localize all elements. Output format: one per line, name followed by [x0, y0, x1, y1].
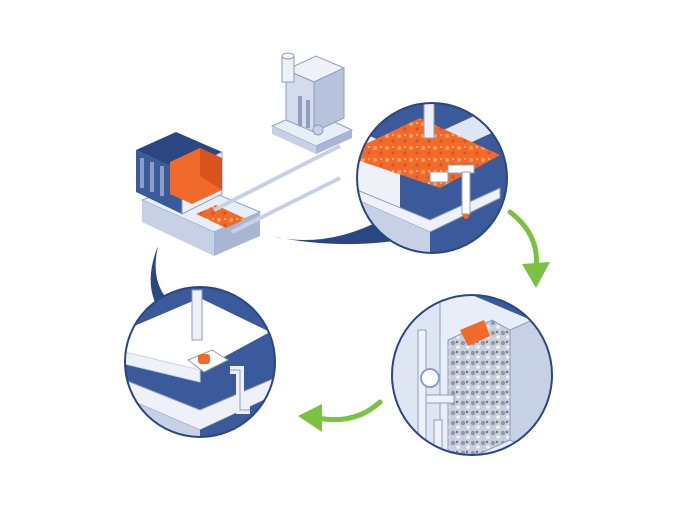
clean-tank-magnifier-icon: [124, 286, 276, 438]
coolant-hoses: [213, 144, 341, 234]
flow-arrow-to-filter: [507, 209, 550, 288]
flow-arrow-to-clean-tank: [298, 399, 383, 432]
dirty-tank-magnifier-icon: [356, 102, 508, 254]
filter-unit: [270, 52, 354, 154]
callout-tail-top: [270, 215, 400, 245]
cnc-machine: [136, 132, 262, 256]
filter-magnifier-icon: [391, 294, 553, 456]
